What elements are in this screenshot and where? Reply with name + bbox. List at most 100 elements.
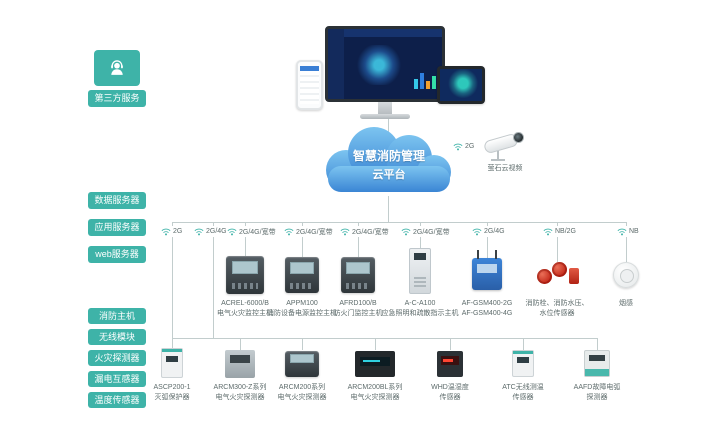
arc-extinguish-protector-icon xyxy=(161,348,183,378)
wifi-icon xyxy=(227,228,237,236)
electrical-fire-monitor-host-icon xyxy=(226,256,264,294)
wifi-icon xyxy=(543,228,553,236)
device-label-hydrant: 消防栓、消防水压、水位传感器 xyxy=(525,300,589,317)
drop-line-gateway xyxy=(487,222,488,260)
arcm300-detector-icon xyxy=(225,350,255,378)
drop-line-whd xyxy=(450,338,451,350)
drop-line-arcm200 xyxy=(302,338,303,350)
temp-humidity-sensor-icon xyxy=(437,351,463,377)
smoke-detector-icon xyxy=(613,262,639,288)
smartphone-icon xyxy=(296,60,323,110)
wifi-icon xyxy=(340,228,350,236)
camera-network: 2G xyxy=(452,141,475,152)
device-label-whd: WHD温湿度传感器 xyxy=(431,384,469,401)
tag-app-server: 应用服务器 xyxy=(88,219,146,236)
drop-line-acrel xyxy=(245,222,246,258)
camera-caption: 萤石云视频 xyxy=(487,165,523,172)
arcm200-detector-icon xyxy=(285,351,319,377)
arcm200bl-detector-icon xyxy=(355,351,395,377)
wifi-icon xyxy=(401,228,411,236)
tag-leakage-transformer: 漏电互感器 xyxy=(88,371,146,387)
fault-arc-detector-icon xyxy=(584,350,610,377)
tag-fire-detector: 火灾探测器 xyxy=(88,350,146,366)
cloud-shape xyxy=(326,127,451,192)
support-agent-icon xyxy=(111,60,123,75)
monitor-base xyxy=(360,114,410,119)
tag-web-server: web服务器 xyxy=(88,246,146,263)
drop-line-smoke xyxy=(626,222,627,262)
hydrant-water-sensors-icon xyxy=(536,258,582,290)
network-label-2g: 2G xyxy=(160,226,184,237)
phone-screen xyxy=(300,66,319,104)
network-label-smoke: NB xyxy=(616,226,640,237)
camera-network-label: 2G xyxy=(465,143,475,150)
device-label-atc: ATC无线测温传感器 xyxy=(502,384,544,401)
third-party-service-icon-box xyxy=(94,50,140,86)
security-camera-icon xyxy=(482,130,528,162)
cloud-title-line1: 智慧消防管理 xyxy=(352,148,425,163)
drop-line-ascp xyxy=(172,338,173,350)
wireless-temp-sensor-icon xyxy=(512,350,534,377)
network-label-aca100: 2G/4G/宽带 xyxy=(400,226,451,237)
network-label-hydrant: NB/2G xyxy=(542,226,578,237)
dashboard-bars-decor xyxy=(414,73,436,89)
cloud-platform: 智慧消防管理 云平台 xyxy=(314,120,464,198)
connector-cloud-bus xyxy=(388,196,389,222)
network-label-gateway: 2G/4G xyxy=(471,226,506,237)
drop-line-appm xyxy=(302,222,303,258)
device-label-smoke: 烟感 xyxy=(619,300,633,307)
dashboard-header-decor xyxy=(344,29,442,37)
device-label-arcm300: ARCM300-Z系列电气火灾探测器 xyxy=(213,384,267,401)
drop-line-left1 xyxy=(172,222,173,338)
dashboard-screen xyxy=(325,26,445,102)
tablet-screen xyxy=(440,69,482,101)
drop-line-aca100 xyxy=(420,222,421,252)
drop-line-afrd xyxy=(358,222,359,258)
device-label-aafd: AAFD故障电弧探测器 xyxy=(573,384,621,401)
drop-line-left2 xyxy=(213,222,214,338)
cloud-title: 智慧消防管理 云平台 xyxy=(314,120,464,198)
wifi-icon xyxy=(161,228,171,236)
power-monitor-host-icon xyxy=(285,257,319,293)
network-label-appm: 2G/4G/宽带 xyxy=(283,226,334,237)
camera-lens xyxy=(513,132,524,143)
gsm-gateway-icon xyxy=(472,250,502,290)
cloud-title-line2: 云平台 xyxy=(372,168,406,181)
drop-line-aafd xyxy=(597,338,598,350)
tablet-icon xyxy=(437,66,485,104)
wifi-icon xyxy=(453,143,463,151)
network-label-2g4gnb: 2G/4G/NB xyxy=(193,226,240,237)
tag-fire-host: 消防主机 xyxy=(88,308,146,324)
top-bus-line xyxy=(172,222,627,223)
desktop-monitor-icon xyxy=(325,26,445,119)
device-label-arcm200bl: ARCM200BL系列电气火灾探测器 xyxy=(347,384,403,401)
tag-temperature-sensor: 温度传感器 xyxy=(88,392,146,408)
dashboard-sidebar-decor xyxy=(328,29,344,99)
third-party-label: 第三方服务 xyxy=(88,90,146,107)
fire-door-monitor-host-icon xyxy=(341,257,375,293)
network-label-acrel: 2G/4G/宽带 xyxy=(226,226,277,237)
wifi-icon xyxy=(194,228,204,236)
monitor-stand xyxy=(378,102,392,114)
drop-line-hydrant xyxy=(557,222,558,262)
bottom-bus-line xyxy=(172,338,597,339)
dashboard-map-decor xyxy=(356,45,402,85)
wifi-icon xyxy=(617,228,627,236)
camera-mount xyxy=(497,151,499,159)
wifi-icon xyxy=(284,228,294,236)
drop-line-atc xyxy=(523,338,524,350)
tag-data-server: 数据服务器 xyxy=(88,192,146,209)
connector-monitor-cloud xyxy=(388,119,389,133)
drop-line-arcm200bl xyxy=(375,338,376,350)
wifi-icon xyxy=(472,228,482,236)
tag-wireless-module: 无线模块 xyxy=(88,329,146,345)
drop-line-arcm300 xyxy=(240,338,241,350)
emergency-lighting-host-icon xyxy=(409,248,431,294)
